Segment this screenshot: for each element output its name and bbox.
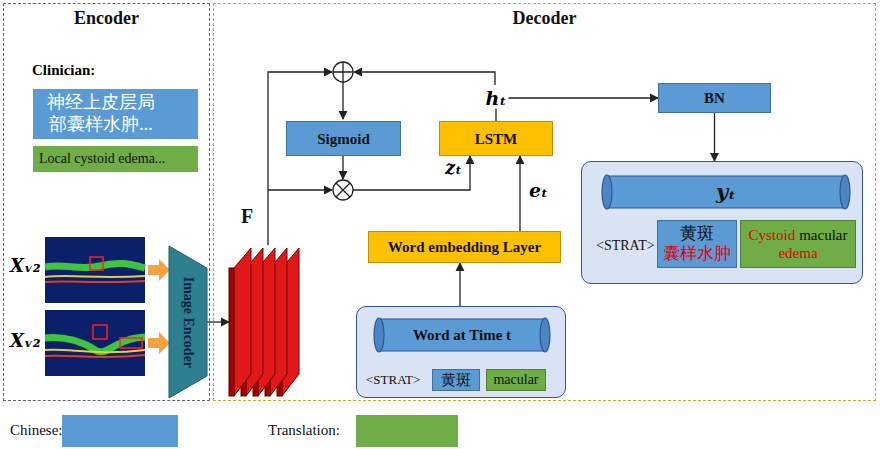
input-arrow: [148, 332, 170, 354]
translation-box: Local cystoid edema...: [33, 146, 198, 172]
bn-box-text: BN: [704, 89, 725, 107]
chinese-input-box: 黄斑: [432, 369, 480, 391]
lstm-box-text: LSTM: [475, 130, 518, 148]
input-scroll: Word at Time t: [372, 315, 552, 355]
image-label: Xᵥ₂: [10, 256, 41, 277]
hidden-wire: [354, 72, 495, 85]
connector: [714, 113, 715, 161]
translation-box-text: Local cystoid edema...: [39, 151, 165, 168]
connector: [459, 263, 460, 306]
image-encoder-text: Image Encoder: [180, 276, 197, 367]
output-panel-text: <STRAT>: [596, 238, 655, 255]
decoder-panel: DecoderFSigmoidLSTMBN<STRAT>yₜ黄斑囊样水肿Cyst…: [213, 3, 876, 401]
feature-maps-text: F: [241, 204, 253, 228]
legend-swatch: [356, 415, 458, 447]
legend-swatch: [62, 415, 178, 447]
stack-outline: [229, 246, 309, 398]
input-panel-text: <STRAT>: [366, 372, 420, 388]
translation-output-box-text: macular: [799, 226, 847, 244]
gate-wire: [353, 156, 470, 190]
translation-output-box-text: Cystoid: [749, 226, 796, 244]
connector: [496, 98, 658, 121]
edge-label: eₜ: [527, 180, 550, 201]
chinese-output-box-text: 黄斑: [680, 224, 714, 244]
embedding-box-text: Word embedding Layer: [388, 238, 541, 256]
input-arrow: [148, 259, 170, 281]
chinese-input-box-text: 黄斑: [441, 371, 471, 389]
multiply-symbol: [333, 180, 353, 200]
sigmoid-box: Sigmoid: [286, 121, 401, 156]
role-label: Clinician:: [32, 62, 95, 79]
connector: [207, 321, 229, 322]
gate-wire: [342, 155, 343, 179]
feature-wire: [268, 72, 332, 245]
chinese-report-box-text: 神经上皮层局 部囊样水肿...: [41, 92, 161, 135]
legend-text: Chinese:: [10, 422, 63, 439]
image-encoder: Image Encoder: [169, 246, 207, 398]
label-holder: Clinician:: [32, 62, 95, 79]
edge-label-holder: hₜ: [484, 88, 509, 109]
edge-label: hₜ: [484, 88, 509, 109]
label-holder: Xᵥ₂: [10, 256, 41, 277]
legend-text-holder: Chinese:: [10, 422, 63, 439]
decoder-panel-text: Decoder: [513, 8, 577, 30]
chinese-report-box: 神经上皮层局 部囊样水肿...: [33, 89, 198, 139]
label-holder: zₜ: [445, 158, 462, 179]
output-scroll-text: yₜ: [716, 179, 736, 204]
translation-input-box-text: macular: [493, 372, 538, 389]
input-panel: <STRAT> Word at Time t 黄斑 macular: [356, 306, 566, 398]
oct-scan: [45, 310, 145, 376]
bn-box: BN: [658, 83, 771, 113]
add-symbol: [333, 62, 353, 82]
legend-text-holder: Translation:: [268, 422, 340, 439]
chinese-output-box-text: 囊样水肿: [663, 244, 731, 264]
edge-label-holder: eₜ: [527, 180, 550, 201]
oct-scan: [45, 237, 145, 303]
chinese-output-box: 黄斑囊样水肿: [657, 220, 737, 268]
translation-output-box: Cystoidmacularedema: [740, 220, 856, 268]
translation-output-box-text: edema: [778, 244, 817, 262]
output-panel: <STRAT>yₜ黄斑囊样水肿Cystoidmacularedema: [581, 161, 863, 284]
label-holder: Xᵥ₂: [10, 331, 41, 352]
input-scroll-text: Word at Time t: [413, 326, 511, 344]
embedding-box: Word embedding Layer: [368, 231, 561, 263]
legend-text: Translation:: [268, 422, 340, 439]
gate-wire: [342, 82, 343, 119]
feature-wire: [268, 189, 332, 190]
connector: [519, 156, 520, 231]
output-scroll: yₜ: [600, 172, 852, 212]
feature-maps: F: [229, 246, 309, 398]
gate-label: zₜ: [445, 158, 462, 179]
translation-input-box: macular: [486, 369, 546, 391]
lstm-box: LSTM: [439, 121, 553, 156]
image-label: Xᵥ₂: [10, 331, 41, 352]
encoder-panel-text: Encoder: [74, 8, 139, 30]
sigmoid-box-text: Sigmoid: [317, 130, 370, 148]
